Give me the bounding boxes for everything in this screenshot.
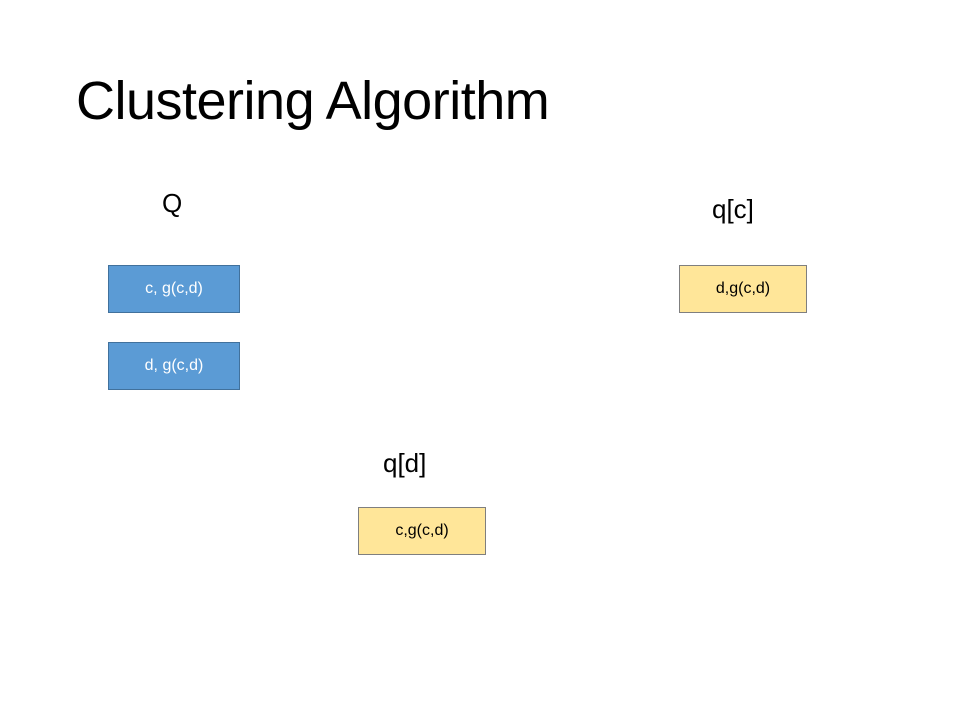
qd-label: q[d] <box>383 448 427 478</box>
queue-node-2: d, g(c,d) <box>108 342 240 390</box>
qd-node-1: c,g(c,d) <box>358 507 486 555</box>
queue-node-1: c, g(c,d) <box>108 265 240 313</box>
queue-label: Q <box>162 188 183 218</box>
qc-node-1: d,g(c,d) <box>679 265 807 313</box>
slide-title: Clustering Algorithm <box>76 71 550 131</box>
qc-label: q[c] <box>712 194 754 224</box>
